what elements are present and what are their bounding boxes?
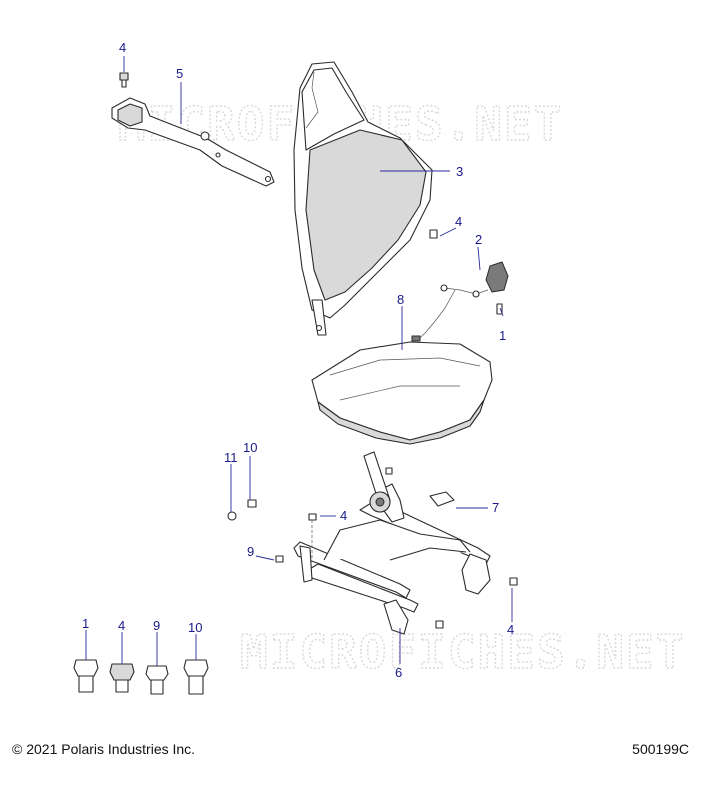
- callout-9-mid: 9: [247, 544, 254, 559]
- callout-10-mid: 10: [243, 440, 257, 455]
- wire-harness: [411, 229, 509, 342]
- callout-6: 6: [395, 665, 402, 680]
- callout-2: 2: [475, 232, 482, 247]
- hardware-small: [227, 467, 518, 629]
- callout-4-top: 4: [119, 40, 126, 55]
- callout-3: 3: [456, 164, 463, 179]
- callout-9-bottom: 9: [153, 618, 160, 633]
- callout-5: 5: [176, 66, 183, 81]
- callout-1-mid: 1: [499, 328, 506, 343]
- callout-4-right: 4: [507, 622, 514, 637]
- callout-8: 8: [397, 292, 404, 307]
- callout-7: 7: [492, 500, 499, 515]
- bolt-top: [119, 72, 129, 88]
- leader-lines: [85, 56, 513, 666]
- bolt-1-bottom: [73, 659, 99, 693]
- callout-4-mid: 4: [455, 214, 462, 229]
- callout-1-bottom: 1: [82, 616, 89, 631]
- seat-back: [293, 61, 433, 336]
- callout-11: 11: [224, 450, 238, 465]
- watermark-bottom: MICROFICHES.NET: [240, 625, 685, 679]
- bolt-4-bottom: [109, 663, 135, 693]
- callout-10-bottom: 10: [188, 620, 202, 635]
- bolt-9-bottom: [145, 665, 169, 695]
- callout-4-bottom: 4: [118, 618, 125, 633]
- copyright-notice: © 2021 Polaris Industries Inc.: [12, 741, 196, 757]
- seat-frame: [293, 451, 491, 635]
- callout-4-frame: 4: [340, 508, 347, 523]
- drawing-number: 500199C: [632, 741, 689, 757]
- seat-cushion: [311, 341, 493, 445]
- bolt-10-bottom: [183, 659, 209, 695]
- seat-belt-bracket: [111, 97, 275, 187]
